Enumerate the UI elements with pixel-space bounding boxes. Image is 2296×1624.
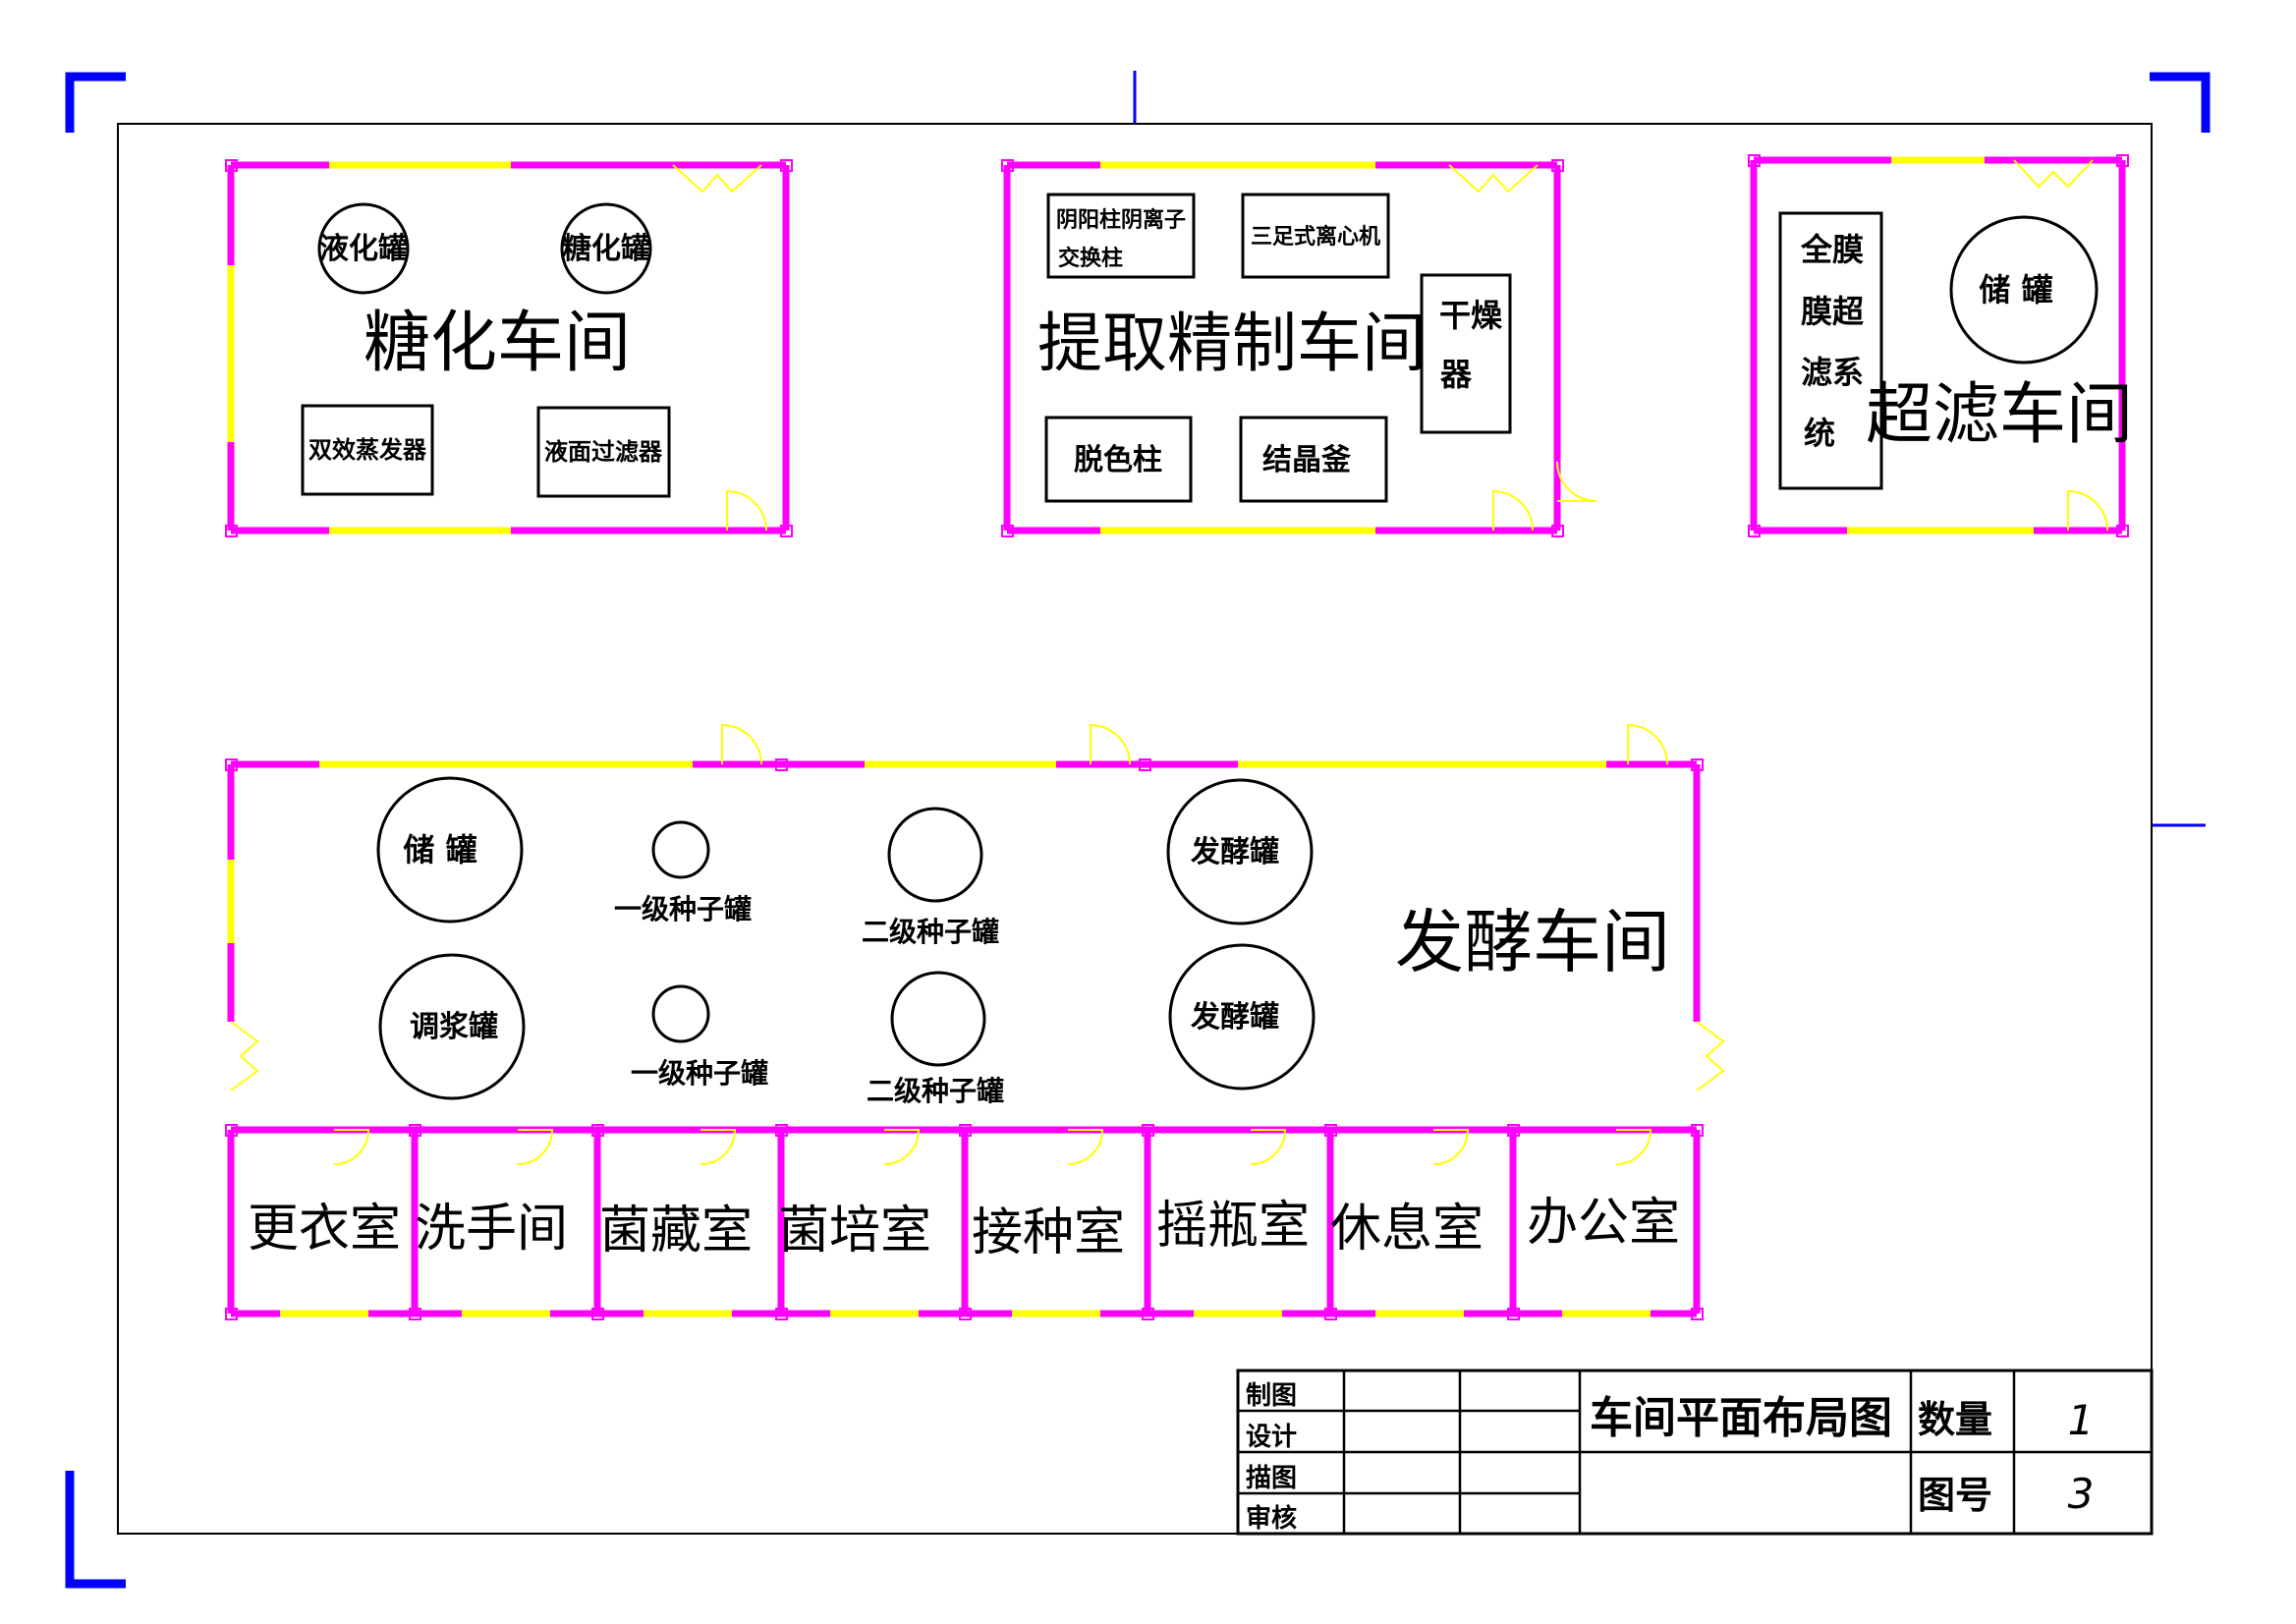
- quantity-label: 数量: [1918, 1398, 1992, 1441]
- fermenter-a: [1166, 778, 1314, 925]
- storage-tank-uf-label: 储 罐: [1979, 271, 2052, 308]
- ion-exchange-column: [1046, 193, 1196, 279]
- storage-tank-fermentation-label: 储 罐: [403, 831, 476, 868]
- crystallizer-label: 结晶釜: [1262, 443, 1352, 477]
- windows: [227, 161, 511, 534]
- doors: [2013, 159, 2108, 532]
- membrane-label-3: 滤系: [1801, 354, 1864, 391]
- membrane-label-1: 全膜: [1800, 231, 1864, 268]
- seed-tank-level2-a: [887, 807, 983, 903]
- room-changing: 更衣室: [248, 1200, 401, 1259]
- decolor-column-label: 脱色柱: [1074, 443, 1162, 477]
- liquefaction-tank: [317, 202, 410, 295]
- room-title-extraction: 提取精制车间: [1037, 306, 1427, 381]
- room-washroom: 洗手间: [415, 1200, 568, 1259]
- liquid-filter: [536, 406, 671, 498]
- doors: [672, 164, 767, 532]
- fermenter-b-label: 发酵罐: [1190, 1000, 1279, 1035]
- membrane-label-2: 膜超: [1801, 293, 1865, 330]
- mixing-tank-label: 调浆罐: [410, 1010, 498, 1044]
- quantity-value: 1: [2068, 1396, 2095, 1444]
- storage-tank-fermentation: [376, 776, 524, 924]
- room-fermentation: 储 罐 调浆罐 一级种子罐 一级种子罐 二级种子罐 二级种子罐 发酵罐 发酵罐 …: [227, 723, 1725, 1107]
- drawing-title: 车间平面布局图: [1590, 1393, 1892, 1443]
- seed-tank-level1-b-label: 一级种子罐: [631, 1057, 768, 1090]
- room-saccharification: 液化罐 糖化罐 糖化车间 双效蒸发器 液面过滤器: [227, 161, 790, 534]
- room-strain-storage: 菌藏室: [599, 1202, 753, 1260]
- corner-mark-top-right: [2150, 72, 2211, 133]
- label-drawn-by: 制图: [1246, 1381, 1297, 1411]
- room-rest: 休息室: [1330, 1200, 1484, 1259]
- windows: [227, 760, 1606, 943]
- room-inoculation: 接种室: [972, 1204, 1125, 1262]
- double-effect-evaporator-label: 双效蒸发器: [308, 436, 427, 464]
- dryer-label-1: 干燥: [1439, 297, 1503, 334]
- saccharification-tank-label: 糖化罐: [562, 232, 650, 266]
- fermenter-b: [1168, 943, 1316, 1091]
- centrifuge: [1241, 193, 1390, 279]
- walls: [227, 760, 1701, 1022]
- windows: [1847, 156, 2034, 534]
- label-checked-by: 审核: [1246, 1503, 1297, 1534]
- seed-tank-level2-b-label: 二级种子罐: [867, 1075, 1004, 1107]
- corner-mark-bottom-left: [65, 1471, 126, 1589]
- room-office: 办公室: [1527, 1194, 1680, 1253]
- small-rooms: 更衣室 洗手间 菌藏室 菌培室 接种室 摇瓶室 休息室 办公室: [227, 1126, 1701, 1317]
- ion-exchange-column-label-1: 阴阳柱阴离子: [1056, 207, 1186, 233]
- crystallizer: [1239, 416, 1388, 503]
- seed-tank-level1-a-label: 一级种子罐: [614, 893, 752, 925]
- label-designed-by: 设计: [1246, 1423, 1297, 1452]
- doors: [1448, 164, 1597, 532]
- seed-tank-level2-a-label: 二级种子罐: [862, 916, 999, 948]
- saccharification-tank: [560, 202, 652, 295]
- corner-marks: [65, 71, 2211, 1589]
- dryer-label-2: 器: [1439, 356, 1473, 393]
- title-block: 制图 设计 描图 审核 车间平面布局图 数量 1 图号 3: [1236, 1369, 2154, 1536]
- drawing-frame: [117, 123, 2153, 1535]
- seed-tank-level2-b: [890, 971, 986, 1067]
- seed-tank-level1-a: [651, 820, 710, 879]
- walls: [1750, 156, 2126, 534]
- liquefaction-tank-label: 液化罐: [319, 232, 408, 266]
- centrifuge-label: 三足式离心机: [1251, 224, 1380, 250]
- double-effect-evaporator: [301, 404, 434, 496]
- room-shaker: 摇瓶室: [1156, 1197, 1310, 1256]
- drawing-no-label: 图号: [1918, 1474, 1992, 1517]
- room-title-fermentation: 发酵车间: [1395, 902, 1670, 982]
- room-ultrafiltration: 全膜 膜超 滤系 统 储 罐 超滤车间: [1750, 156, 2133, 534]
- room-strain-culture: 菌培室: [778, 1202, 931, 1260]
- doors: [230, 723, 1725, 1092]
- liquid-filter-label: 液面过滤器: [544, 438, 663, 466]
- storage-tank-uf: [1949, 215, 2099, 364]
- label-traced-by: 描图: [1246, 1464, 1297, 1493]
- mixing-tank: [378, 953, 526, 1100]
- room-extraction: 阴阳柱阴离子 交换柱 三足式离心机 提取精制车间 干燥 器 脱色柱 结晶釜: [1003, 161, 1597, 534]
- seed-tank-level1-b: [651, 984, 710, 1043]
- windows: [1100, 161, 1375, 534]
- decolor-column: [1044, 416, 1193, 503]
- wall-junctions: [225, 154, 2129, 1320]
- fermenter-a-label: 发酵罐: [1190, 835, 1279, 869]
- corner-mark-top-left: [65, 72, 126, 133]
- membrane-filtration-system: [1778, 211, 1883, 490]
- doors: [333, 1129, 1652, 1165]
- room-title-ultrafiltration: 超滤车间: [1866, 376, 2133, 454]
- membrane-label-4: 统: [1804, 415, 1835, 452]
- dryer: [1420, 273, 1512, 434]
- drawing-no-value: 3: [2068, 1470, 2095, 1518]
- title-block-grid: [1238, 1371, 2152, 1534]
- room-title-saccharification: 糖化车间: [364, 305, 631, 382]
- ion-exchange-column-label-2: 交换柱: [1058, 246, 1123, 271]
